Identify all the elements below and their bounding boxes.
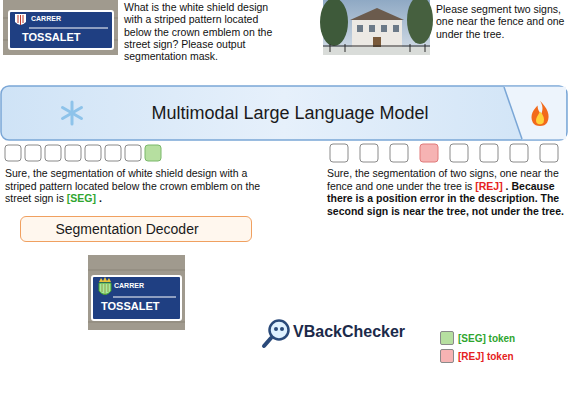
model-band: Multimodal Large Language Model — [90, 86, 490, 140]
segmented-sign-photo — [88, 255, 185, 330]
token-word: [SEG] — [67, 192, 96, 204]
flame-icon — [532, 101, 549, 126]
sign-photo — [3, 0, 118, 55]
legend-entry: [REJ] token — [440, 349, 514, 363]
legend-swatch — [440, 331, 454, 345]
answer-text: Sure, the segmentation of white shield d… — [5, 167, 273, 205]
sign-text: TOSSALET — [22, 31, 80, 44]
legend-entry: [SEG] token — [440, 331, 515, 345]
legend-label: [SEG] token — [458, 333, 515, 344]
sign-text: CARRER — [31, 15, 61, 23]
building-photo — [320, 0, 433, 55]
text-run: Sure, the segmentation of white shield d… — [5, 167, 260, 204]
text-run: . — [96, 192, 102, 204]
snowflake-icon — [63, 102, 82, 124]
legend-swatch — [440, 349, 454, 363]
logo-text: VBackChecker — [293, 322, 405, 341]
question-text: Please segment two signs, one near the f… — [436, 3, 566, 40]
node-title: Multimodal Large Language Model — [151, 103, 428, 124]
node-title: Segmentation Decoder — [55, 221, 198, 237]
token-word: [REJ] — [475, 180, 502, 192]
decoder-box: Segmentation Decoder — [20, 216, 252, 242]
sign-text: TOSSALET — [101, 300, 159, 313]
question-text: What is the white shield design with a s… — [124, 1, 276, 62]
model-band-shape — [1, 86, 567, 140]
answer-text: Sure, the segmentation of two signs, one… — [327, 167, 565, 217]
sign-text: CARRER — [114, 282, 144, 290]
token-row — [330, 144, 558, 162]
legend-label: [REJ] token — [458, 351, 514, 362]
token-row — [5, 145, 161, 161]
magnifier-icon — [264, 321, 289, 347]
